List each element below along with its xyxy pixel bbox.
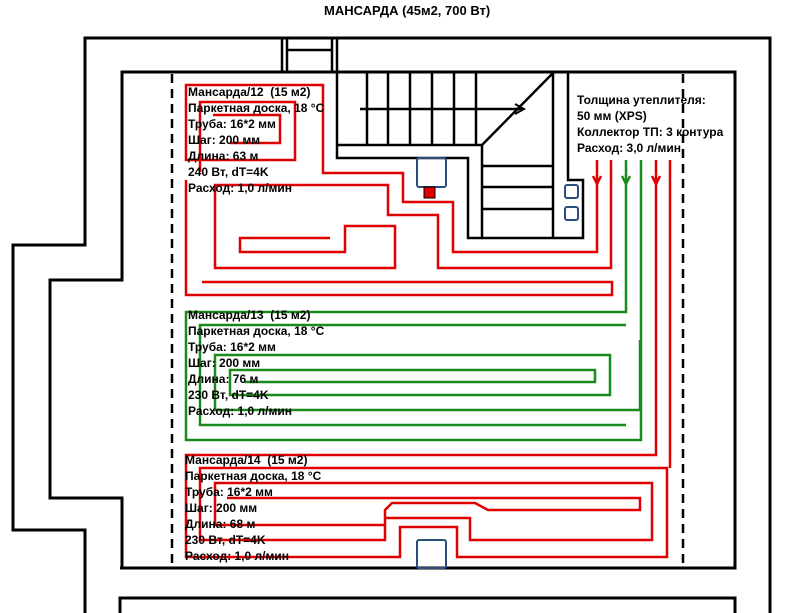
pipe-size: Труба: 16*2 мм (188, 117, 276, 131)
walls (11, 36, 772, 613)
circuit-14-pipe (184, 160, 672, 559)
circuit-12-label: Мансарда/12 (15 м2) Паркетная доска, 18 °… (188, 84, 324, 196)
pipe-step: Шаг: 200 мм (188, 356, 261, 370)
flow-rate: Расход: 1,0 л/мин (188, 181, 293, 195)
power: 240 Вт, dT=4K (188, 165, 269, 179)
page-title: МАНСАРДА (45м2, 700 Вт) (324, 3, 491, 18)
circuit-13-pipe (184, 160, 643, 442)
insulation-value: 50 мм (XPS) (577, 109, 647, 123)
pipe-size: Труба: 16*2 мм (188, 340, 276, 354)
pipe-length: Длина: 76 м (188, 372, 259, 386)
floor-type: Паркетная доска, 18 °С (188, 101, 325, 115)
outer-wall (11, 36, 772, 613)
power: 230 Вт, dT=4K (185, 533, 266, 547)
flow-rate: Расход: 1,0 л/мин (185, 549, 290, 563)
pipe-step: Шаг: 200 мм (185, 501, 258, 515)
flow-rate: Расход: 1,0 л/мин (188, 404, 293, 418)
circuit-14-label: Мансарда/14 (15 м2) Паркетная доска, 18 °… (185, 452, 321, 564)
pipe-length: Длина: 68 м (185, 517, 256, 531)
ladder (280, 38, 339, 72)
circuit-12-pipe (184, 83, 614, 297)
circuit-13-label: Мансарда/13 (15 м2) Паркетная доска, 18 °… (188, 307, 324, 419)
riser-box-bottom (416, 539, 447, 569)
floor-type: Паркетная доска, 18 °С (188, 324, 325, 338)
power: 230 Вт, dT=4K (188, 388, 269, 402)
pipe-size: Труба: 16*2 мм (185, 485, 273, 499)
insulation-boundary (170, 74, 685, 568)
manifold-info: Коллектор ТП: 3 контура (577, 125, 724, 139)
total-flow: Расход: 3,0 л/мин (577, 141, 682, 155)
floor-type: Паркетная доска, 18 °С (185, 469, 322, 483)
circuit-name: Мансарда/13 (15 м2) (188, 308, 311, 322)
insulation-title: Толщина утеплителя: (577, 93, 706, 107)
manifold-box-2 (564, 206, 579, 221)
inner-wall (48, 70, 737, 570)
manifold-box-1 (564, 184, 579, 199)
summary-label: Толщина утеплителя: 50 мм (XPS) Коллектор … (577, 92, 723, 156)
pipe-step: Шаг: 200 мм (188, 133, 261, 147)
pipe-length: Длина: 63 м (188, 149, 259, 163)
riser-box-top (416, 157, 447, 188)
staircase (335, 72, 585, 240)
lower-room-wall (118, 596, 737, 613)
valve-marker (423, 186, 436, 199)
circuit-name: Мансарда/14 (15 м2) (185, 453, 308, 467)
manifold-arrows (591, 175, 662, 187)
circuit-name: Мансарда/12 (15 м2) (188, 85, 311, 99)
